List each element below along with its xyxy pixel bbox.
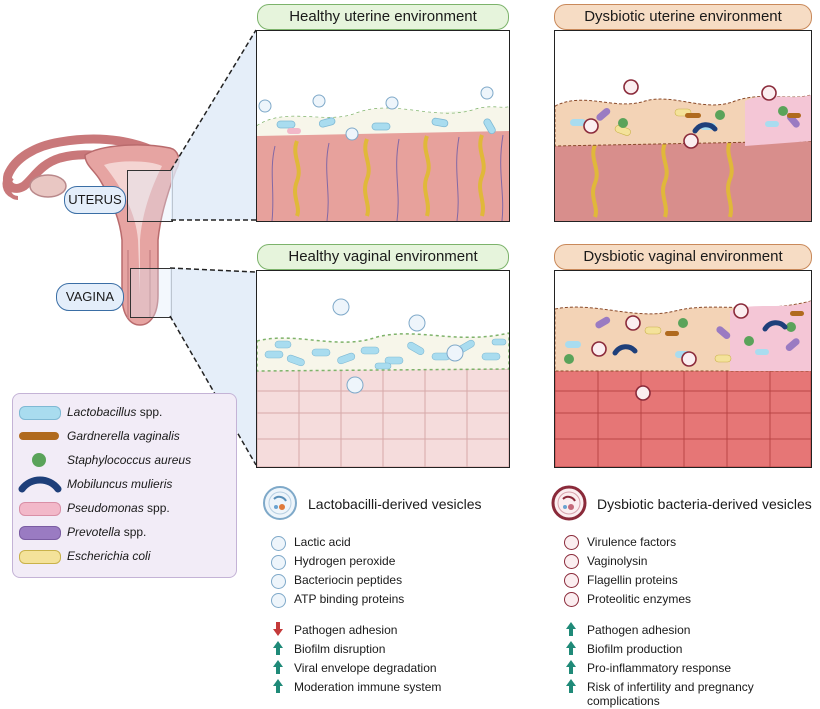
healthy-effect-item: Pathogen adhesion xyxy=(294,623,398,637)
legend-label: Gardnerella vaginalis xyxy=(67,429,180,443)
healthy-content-item: ATP binding proteins xyxy=(294,592,405,606)
arrow-up-icon xyxy=(566,622,576,636)
legend-item-staphylococcus: Staphylococcus aureus xyxy=(13,451,233,469)
vesicle-icon xyxy=(271,574,286,589)
dysbiotic-effect-item: Pathogen adhesion xyxy=(587,623,691,637)
dysbiotic-effect-item-continued: complications xyxy=(587,694,660,708)
legend-item-mobiluncus: Mobiluncus mulieris xyxy=(13,475,233,493)
dysbiotic-vaginal-title: Dysbiotic vaginal environment xyxy=(554,244,812,270)
dysbiotic-vesicle-icon xyxy=(551,485,587,521)
legend-label: Prevotella xyxy=(67,525,121,539)
healthy-uterine-panel xyxy=(256,30,510,222)
arrow-up-icon xyxy=(273,641,283,655)
dysbiotic-uterine-title: Dysbiotic uterine environment xyxy=(554,4,812,30)
healthy-content-item: Hydrogen peroxide xyxy=(294,554,396,568)
arrow-down-icon xyxy=(273,622,283,636)
vesicle-icon xyxy=(564,592,579,607)
legend-suffix: spp. xyxy=(143,501,170,515)
dysbiotic-effect-item: Pro-inflammatory response xyxy=(587,661,732,675)
arrow-up-icon xyxy=(566,660,576,674)
arrow-up-icon xyxy=(273,679,283,693)
healthy-effect-item: Viral envelope degradation xyxy=(294,661,437,675)
prevotella-swatch xyxy=(19,526,61,540)
legend-item-prevotella: Prevotella spp. xyxy=(13,523,233,541)
dysbiotic-content-item: Proteolitic enzymes xyxy=(587,592,692,606)
legend-item-lactobacillus: Lactobacillus spp. xyxy=(13,403,233,421)
legend-label: Escherichia coli xyxy=(67,549,151,563)
healthy-content-item: Bacteriocin peptides xyxy=(294,573,403,587)
pseudomonas-swatch xyxy=(19,502,61,516)
vagina-zoom-box xyxy=(130,268,172,318)
arrow-up-icon xyxy=(566,641,576,655)
legend-suffix: spp. xyxy=(120,525,147,539)
gardnerella-swatch xyxy=(19,432,59,440)
healthy-effect-item: Biofilm disruption xyxy=(294,642,386,656)
dysbiotic-effect-item: Biofilm production xyxy=(587,642,683,656)
healthy-effect-item: Moderation immune system xyxy=(294,680,442,694)
mobiluncus-swatch xyxy=(18,476,62,493)
vesicle-icon xyxy=(564,554,579,569)
vesicle-icon xyxy=(564,573,579,588)
dysbiotic-content-item: Vaginolysin xyxy=(587,554,648,568)
uterus-label: UTERUS xyxy=(64,186,126,214)
healthy-content-item: Lactic acid xyxy=(294,535,351,549)
dysbiotic-uterine-panel xyxy=(554,30,812,222)
healthy-uterine-title: Healthy uterine environment xyxy=(257,4,509,30)
staphylococcus-swatch xyxy=(32,453,46,467)
ecoli-swatch xyxy=(19,550,61,564)
legend-label: Mobiluncus mulieris xyxy=(67,477,173,491)
legend-label: Staphylococcus aureus xyxy=(67,453,192,467)
lactobacillus-swatch xyxy=(19,406,61,420)
legend-item-ecoli: Escherichia coli xyxy=(13,547,233,565)
vesicle-icon xyxy=(564,535,579,550)
vesicle-icon xyxy=(271,593,286,608)
legend-label: Pseudomonas xyxy=(67,501,144,515)
dysbiotic-content-item: Flagellin proteins xyxy=(587,573,678,587)
legend-suffix: spp. xyxy=(136,405,163,419)
dysbiotic-content-item: Virulence factors xyxy=(587,535,677,549)
healthy-vaginal-title: Healthy vaginal environment xyxy=(257,244,509,270)
uterus-zoom-box xyxy=(127,170,173,222)
arrow-up-icon xyxy=(273,660,283,674)
legend-label: Lactobacillus xyxy=(67,405,137,419)
dysbiotic-vesicles-title: Dysbiotic bacteria-derived vesicles xyxy=(597,496,812,512)
lactobacilli-vesicle-icon xyxy=(263,486,297,520)
vesicle-icon xyxy=(271,536,286,551)
bacteria-legend: Lactobacillus spp. Gardnerella vaginalis… xyxy=(12,393,237,578)
dysbiotic-vaginal-panel xyxy=(554,270,812,468)
vagina-label: VAGINA xyxy=(56,283,124,311)
arrow-up-icon xyxy=(566,679,576,693)
dysbiotic-effect-item: Risk of infertility and pregnancy xyxy=(587,680,754,694)
healthy-vaginal-panel xyxy=(256,270,510,468)
vesicle-icon xyxy=(271,555,286,570)
lactobacilli-vesicles-title: Lactobacilli-derived vesicles xyxy=(308,496,482,512)
legend-item-gardnerella: Gardnerella vaginalis xyxy=(13,427,233,445)
legend-item-pseudomonas: Pseudomonas spp. xyxy=(13,499,233,517)
